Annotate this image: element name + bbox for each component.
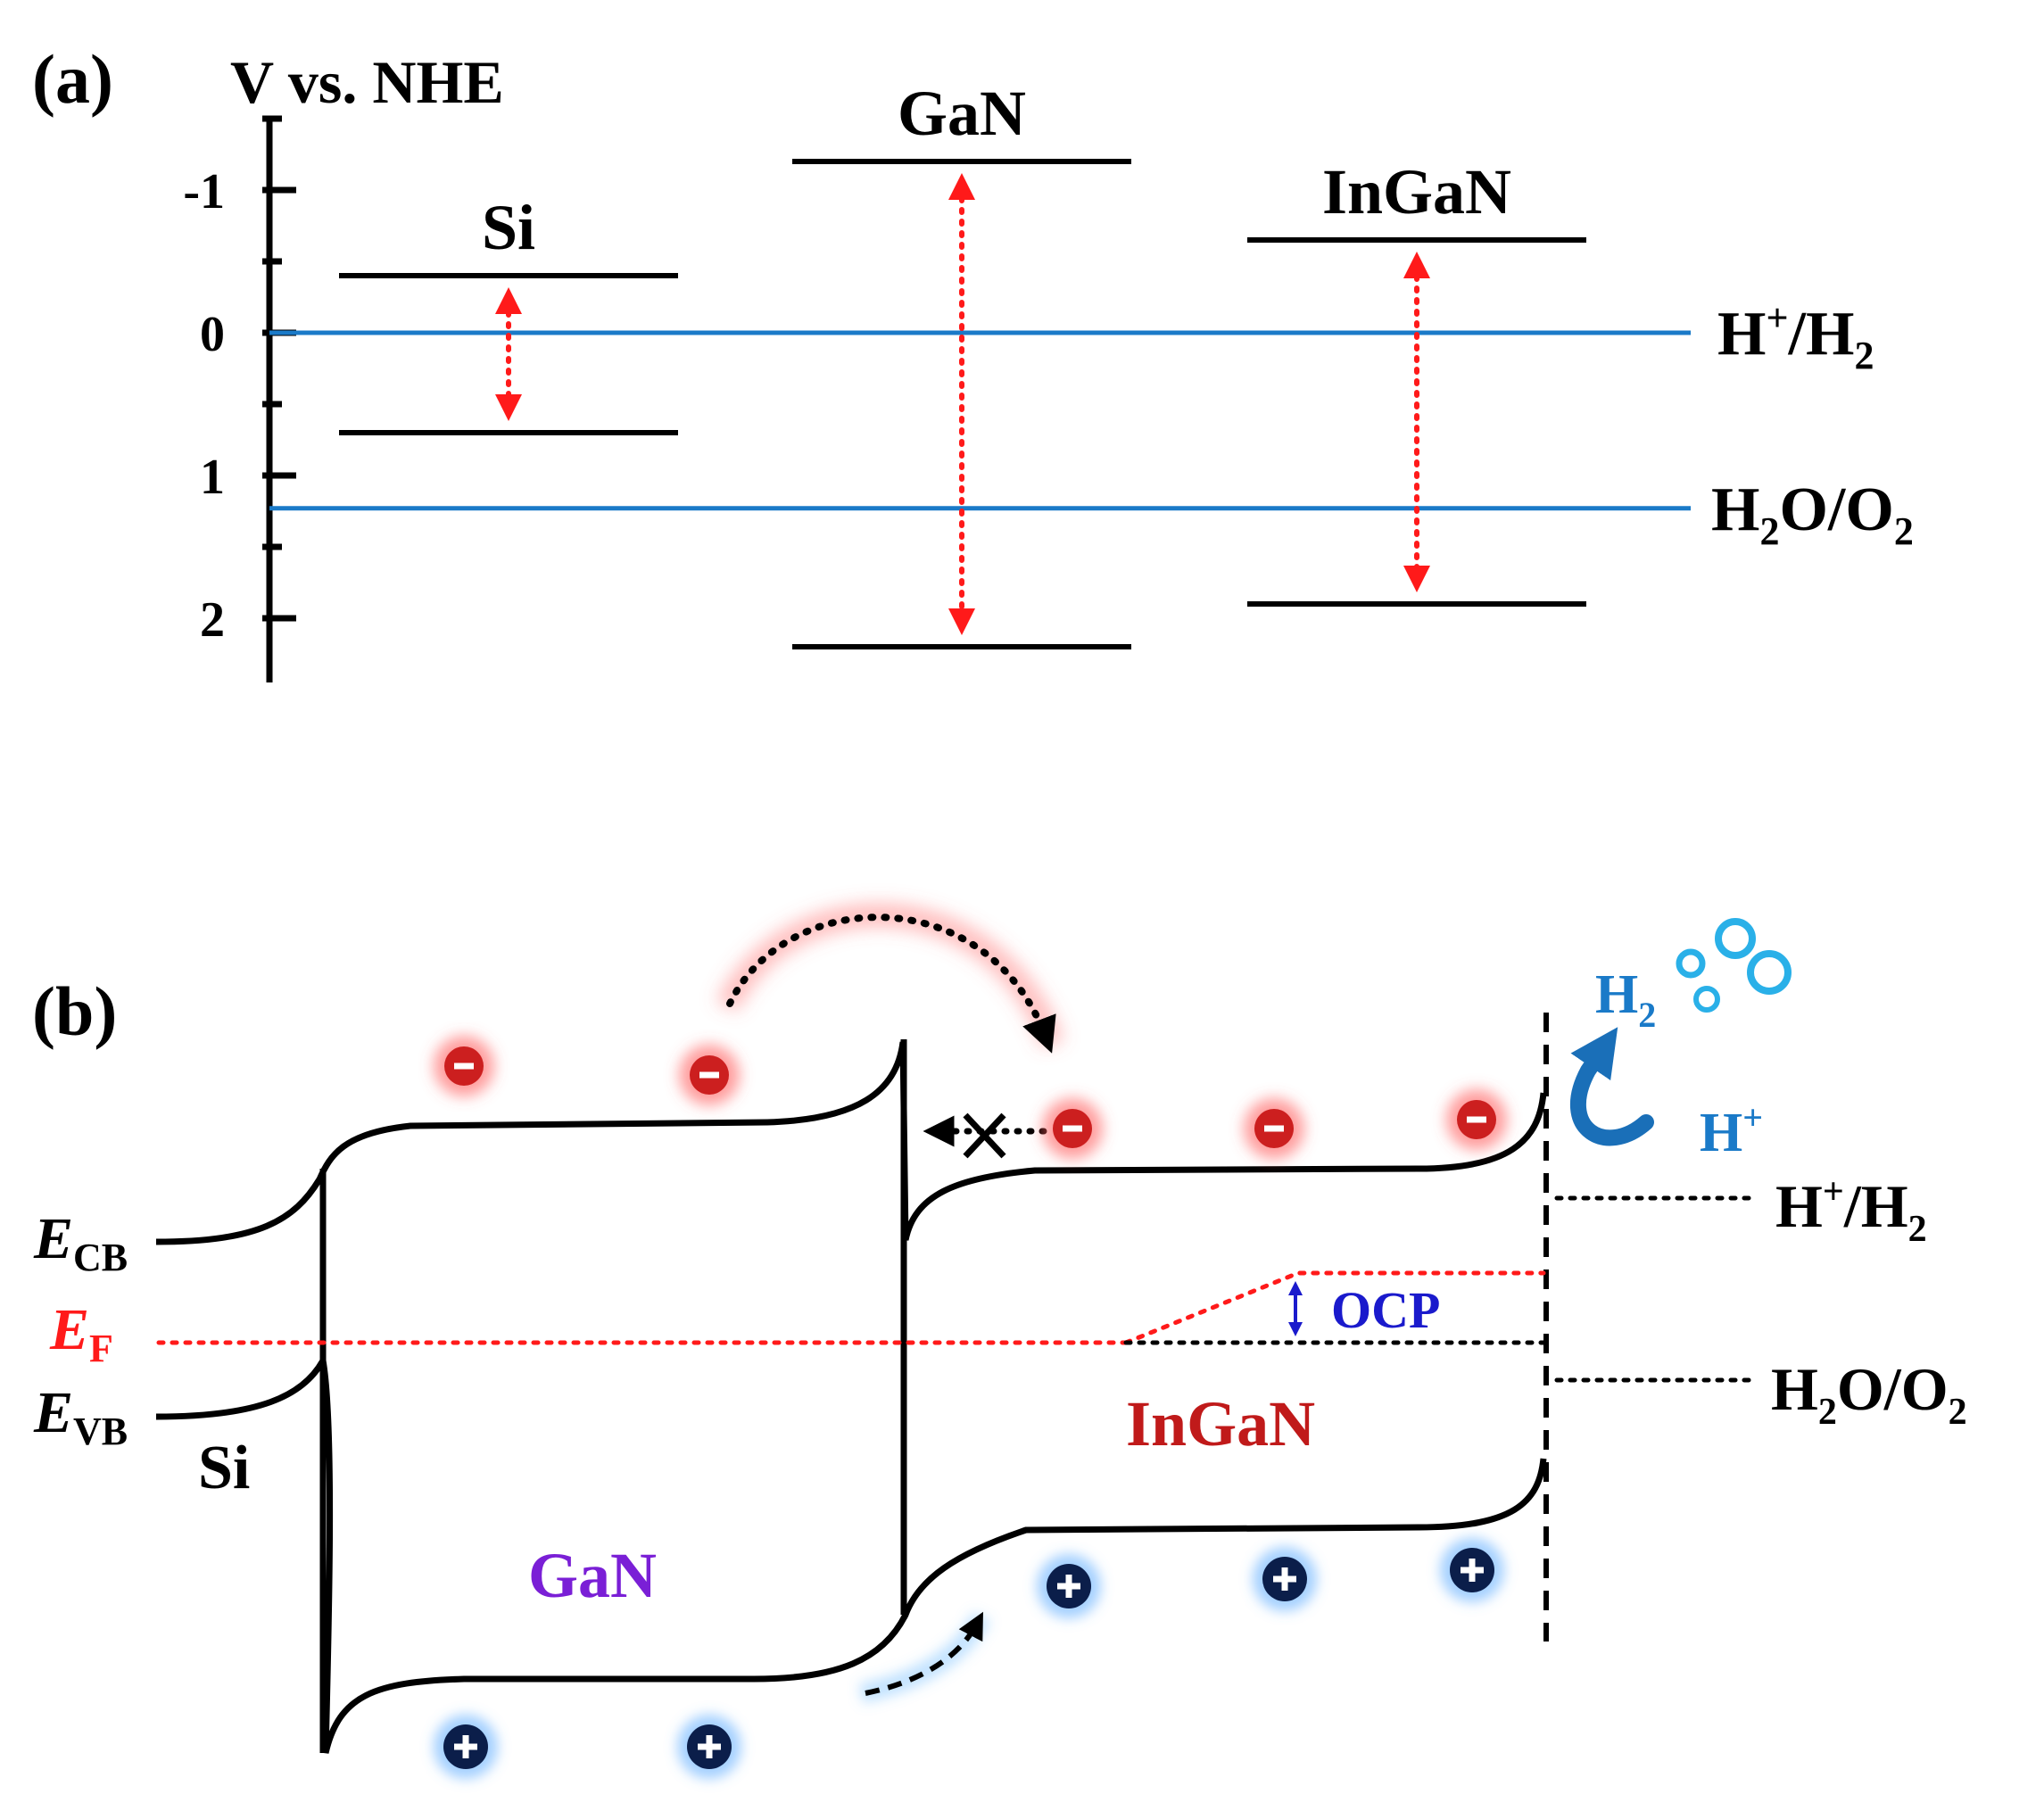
electron-transfer-glow [716, 903, 1064, 1048]
o-redox-label: H2O/O2 [1771, 1355, 1967, 1433]
hole-icon [1253, 1547, 1317, 1611]
material-gan: GaN [792, 78, 1131, 649]
hole-transfer-arrow [865, 1611, 983, 1696]
electron-icon [679, 1045, 740, 1105]
evb-label: EVB [33, 1380, 128, 1453]
panel-a-label: (a) [32, 40, 113, 118]
tick-label: 1 [200, 450, 225, 505]
holes [434, 1538, 1504, 1779]
tick-label: 2 [200, 592, 225, 648]
hole-icon [1440, 1538, 1504, 1602]
hole-icon [677, 1715, 741, 1779]
axis-title: V vs. NHE [230, 48, 504, 116]
ocp-label: OCP [1331, 1281, 1440, 1339]
hole-transfer-glow [858, 1612, 990, 1703]
material-label: GaN [898, 78, 1026, 149]
electrons [434, 1036, 1507, 1159]
hydrogen-evolution-arrow [1570, 1027, 1654, 1146]
ingan-label: InGaN [1126, 1388, 1315, 1460]
hplus-label: H+ [1700, 1097, 1763, 1163]
electron-icon [434, 1036, 494, 1096]
hole-icon [1037, 1554, 1101, 1618]
h-redox-label-a: H+/H2 [1717, 296, 1874, 377]
material-label: Si [482, 192, 535, 263]
material-bands: Si GaN InGaN [339, 78, 1586, 649]
bubble-icon [1676, 948, 1706, 979]
ecb-label: ECB [33, 1206, 128, 1279]
material-si: Si [339, 192, 678, 435]
h2-label: H2 [1595, 964, 1656, 1035]
electron-icon [1446, 1089, 1507, 1150]
electron-icon [1244, 1098, 1304, 1159]
valence-band-edge [155, 1351, 1547, 1754]
ef-label: EF [49, 1297, 113, 1370]
blocked-x-icon [963, 1112, 1006, 1159]
tick-label: 0 [200, 307, 225, 362]
bubble-icon [1715, 918, 1756, 959]
conduction-band-edge [155, 1041, 1547, 1245]
h-redox-label: H+/H2 [1775, 1171, 1927, 1250]
panel-b: (b) OCP H+/H2 H2O/O2 ECB EF EVB Si GaN I… [32, 903, 1967, 1779]
bubble-icon [1693, 986, 1720, 1013]
electron-transfer-arrow [726, 914, 1056, 1054]
tick-label: -1 [183, 164, 225, 219]
axis-ticks: -1 0 1 2 [183, 115, 296, 648]
o-redox-label-a: H2O/O2 [1711, 475, 1914, 553]
material-label: InGaN [1322, 156, 1511, 227]
material-ingan: InGaN [1247, 156, 1586, 607]
hole-icon [434, 1715, 498, 1779]
bubble-icon [1747, 950, 1792, 995]
gan-label: GaN [528, 1540, 657, 1611]
panel-b-label: (b) [32, 972, 117, 1050]
si-label: Si [198, 1434, 250, 1502]
fermi-level-shifted [1123, 1270, 1546, 1345]
electron-icon [1042, 1098, 1103, 1159]
